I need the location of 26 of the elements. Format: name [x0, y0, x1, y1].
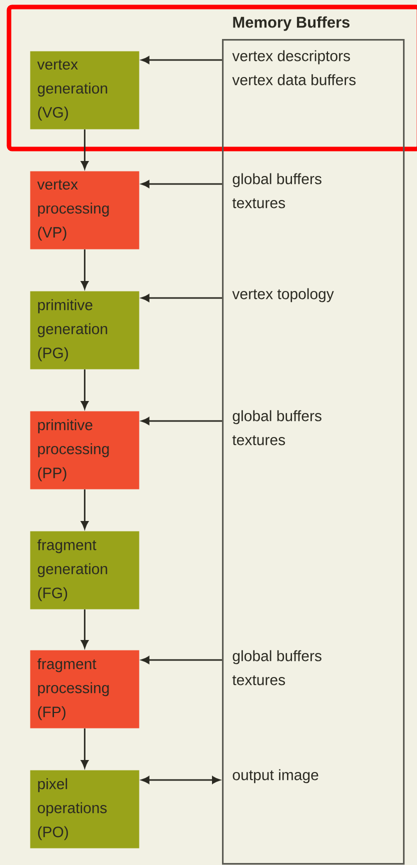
buffer-list: output image: [232, 769, 318, 784]
arrow: [141, 294, 222, 302]
arrow: [80, 728, 88, 768]
buffer-list: global buffers textures: [232, 650, 322, 686]
arrow: [141, 56, 222, 64]
node-label: Memory Buffers: [233, 16, 350, 31]
generation-box: pixel operations (PO): [30, 770, 140, 848]
buffer-list: vertex descriptors vertex data buffers: [232, 50, 356, 86]
arrow: [141, 656, 222, 664]
arrow: [80, 489, 88, 530]
arrow: [80, 369, 88, 410]
arrow: [141, 417, 222, 425]
processing-box: primitive processing (PP): [30, 411, 140, 490]
buffer-list: global buffers textures: [232, 410, 322, 446]
buffer-list: vertex topology: [232, 288, 334, 302]
generation-box: primitive generation (PG): [30, 291, 140, 370]
arrow: [141, 776, 220, 784]
processing-box: vertex processing (VP): [30, 171, 140, 250]
processing-box: fragment processing (FP): [30, 650, 140, 728]
arrow: [80, 249, 88, 290]
arrow: [141, 180, 222, 188]
buffer-list: global buffers textures: [232, 173, 322, 208]
arrow: [80, 129, 88, 170]
generation-box: fragment generation (FG): [30, 531, 140, 610]
generation-box: vertex generation (VG): [30, 51, 140, 130]
arrow: [80, 609, 88, 648]
